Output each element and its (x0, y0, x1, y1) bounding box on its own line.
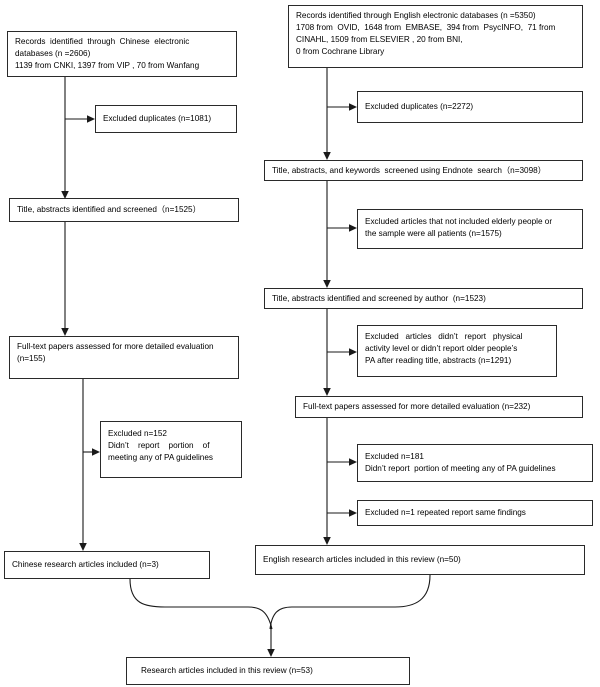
arrowhead-en-elderly (349, 224, 357, 232)
english-excluded-181-line1: Excluded n=181 (365, 452, 424, 461)
box-chinese-records: Records identified through Chinese elect… (7, 31, 237, 77)
english-excluded-elderly-line1: Excluded articles that not included elde… (365, 217, 553, 226)
english-records-line2: 1708 from OVID, 1648 from EMBASE, 394 fr… (296, 22, 556, 32)
english-excluded-pa-line1: Excluded articles didn’t report physical (365, 332, 523, 341)
chinese-fulltext-line2: (n=155) (17, 353, 46, 363)
english-excluded-181-line2: Didn’t report portion of meeting any of … (365, 463, 556, 473)
box-english-excluded-repeated: Excluded n=1 repeated report same findin… (357, 500, 593, 526)
box-english-excluded-181: Excluded n=181 Didn’t report portion of … (357, 444, 593, 482)
wire-merge-from-chinese (129, 578, 273, 630)
english-excluded-elderly-line2: the sample were all patients (n=1575) (365, 228, 502, 238)
arrowhead-en-fulltext (323, 388, 331, 396)
english-included-label: English research articles included in th… (263, 555, 461, 565)
arrowhead-cn-dupes (87, 115, 95, 123)
chinese-records-line2: databases (n =2606) (15, 48, 91, 58)
chinese-excluded-152-line3: meeting any of PA guidelines (108, 452, 213, 462)
chinese-duplicates-label: Excluded duplicates (n=1081) (103, 114, 212, 124)
box-chinese-fulltext: Full-text papers assessed for more detai… (9, 336, 239, 379)
box-english-excluded-not-elderly: Excluded articles that not included elde… (357, 209, 583, 249)
chinese-records-line3: 1139 from CNKI, 1397 from VIP , 70 from … (15, 60, 200, 70)
box-english-endnote-screened: Title, abstracts, and keywords screened … (264, 160, 583, 181)
chinese-excluded-152-line1: Excluded n=152 (108, 429, 167, 438)
wire-merge-from-english (269, 574, 431, 630)
arrowhead-total (267, 649, 275, 657)
arrowhead-en-pa (349, 348, 357, 356)
arrowhead-cn-excl152 (92, 448, 100, 456)
english-excluded-pa-line3: PA after reading title, abstracts (n=129… (365, 355, 512, 365)
english-records-line1: Records identified through English elect… (296, 11, 536, 20)
box-chinese-excluded-152: Excluded n=152 Didn’t report portion of … (100, 421, 242, 478)
english-fulltext-label: Full-text papers assessed for more detai… (303, 402, 531, 412)
box-english-included: English research articles included in th… (255, 545, 585, 575)
arrowhead-cn-screened (61, 191, 69, 199)
chinese-fulltext-line1: Full-text papers assessed for more detai… (17, 342, 214, 351)
english-excluded-repeated-label: Excluded n=1 repeated report same findin… (365, 508, 526, 518)
box-english-fulltext: Full-text papers assessed for more detai… (295, 396, 583, 418)
english-screened-author-label: Title, abstracts identified and screened… (272, 293, 486, 303)
arrowhead-en-excl1 (349, 509, 357, 517)
total-included-label: Research articles included in this revie… (141, 666, 313, 676)
box-chinese-screened: Title, abstracts identified and screened… (9, 198, 239, 222)
arrowhead-cn-fulltext (61, 328, 69, 336)
english-excluded-pa-line2: activity level or didn’t report older pe… (365, 343, 518, 353)
box-chinese-included: Chinese research articles included (n=3) (4, 551, 210, 579)
arrowhead-cn-included (79, 543, 87, 551)
box-english-excluded-no-pa: Excluded articles didn’t report physical… (357, 325, 557, 377)
english-endnote-label: Title, abstracts, and keywords screened … (272, 165, 546, 175)
box-chinese-excluded-duplicates: Excluded duplicates (n=1081) (95, 105, 237, 133)
arrowhead-en-dupes (349, 103, 357, 111)
english-records-line4: 0 from Cochrane Library (296, 46, 385, 56)
box-total-included: Research articles included in this revie… (126, 657, 410, 685)
box-english-screened-by-author: Title, abstracts identified and screened… (264, 288, 583, 309)
chinese-excluded-152-line2: Didn’t report portion of (108, 440, 210, 450)
arrowhead-en-included (323, 537, 331, 545)
chinese-records-line1: Records identified through Chinese elect… (15, 37, 190, 46)
arrowhead-en-author (323, 280, 331, 288)
box-english-excluded-duplicates: Excluded duplicates (n=2272) (357, 91, 583, 123)
arrowhead-en-endnote (323, 152, 331, 160)
chinese-included-label: Chinese research articles included (n=3) (12, 560, 159, 570)
english-duplicates-label: Excluded duplicates (n=2272) (365, 102, 474, 112)
box-english-records: Records identified through English elect… (288, 5, 583, 68)
chinese-screened-label: Title, abstracts identified and screened… (17, 205, 201, 215)
english-records-line3: CINAHL, 1509 from ELSEVIER , 20 from BNI… (296, 34, 463, 44)
arrowhead-en-excl181 (349, 458, 357, 466)
